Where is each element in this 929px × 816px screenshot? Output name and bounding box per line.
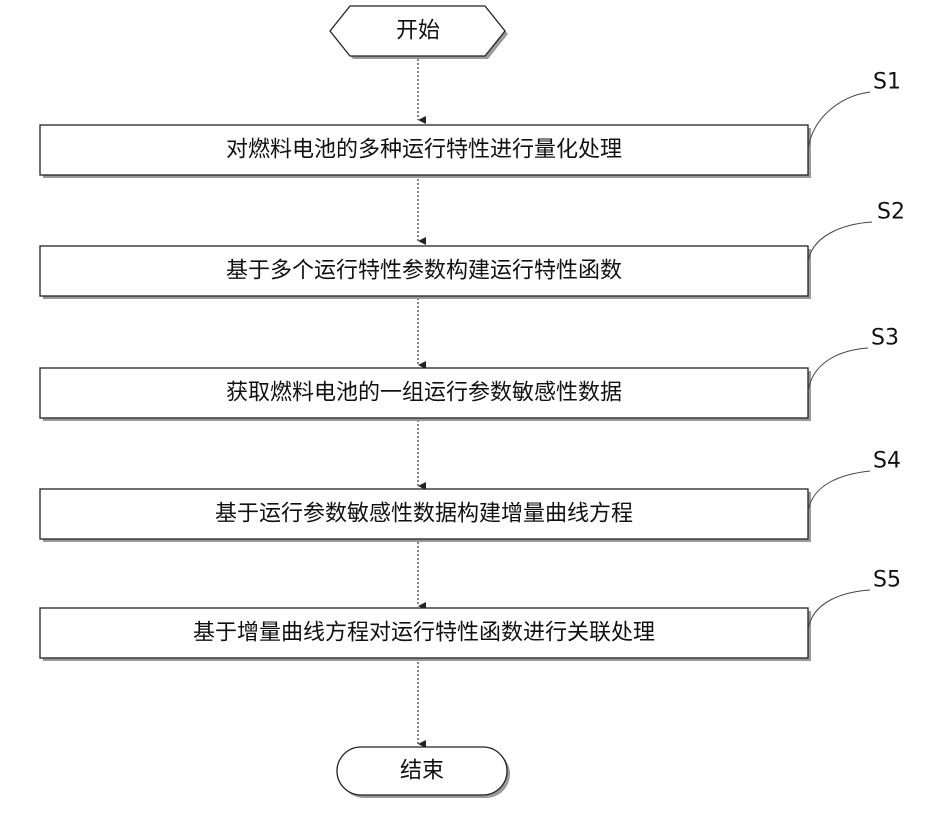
step-label-s5: S5 [873, 568, 901, 593]
step-label-s3: S3 [871, 326, 899, 351]
step-leader-s1 [808, 92, 870, 150]
end-label: 结束 [400, 759, 444, 784]
step-leader-s5 [808, 590, 870, 630]
step-text-s3: 获取燃料电池的一组运行参数敏感性数据 [226, 381, 622, 406]
step-label-s4: S4 [873, 449, 901, 474]
step-box-s1: 对燃料电池的多种运行特性进行量化处理 [40, 125, 811, 178]
step-text-s4: 基于运行参数敏感性数据构建增量曲线方程 [215, 502, 633, 527]
start-terminal: 开始 [330, 6, 508, 59]
step-box-s2: 基于多个运行特性参数构建运行特性函数 [40, 246, 811, 299]
step-label-s2: S2 [877, 200, 905, 225]
step-text-s1: 对燃料电池的多种运行特性进行量化处理 [226, 138, 622, 163]
step-label-s1: S1 [873, 70, 901, 95]
step-leader-s4 [808, 471, 870, 512]
step-box-s4: 基于运行参数敏感性数据构建增量曲线方程 [40, 489, 811, 542]
step-text-s2: 基于多个运行特性参数构建运行特性函数 [226, 259, 622, 284]
step-box-s3: 获取燃料电池的一组运行参数敏感性数据 [40, 368, 811, 421]
step-box-s5: 基于增量曲线方程对运行特性函数进行关联处理 [40, 608, 811, 661]
start-label: 开始 [396, 19, 440, 44]
step-leader-s3 [808, 348, 868, 392]
step-text-s5: 基于增量曲线方程对运行特性函数进行关联处理 [193, 621, 655, 646]
end-terminal: 结束 [337, 747, 510, 798]
step-leader-s2 [808, 222, 872, 262]
